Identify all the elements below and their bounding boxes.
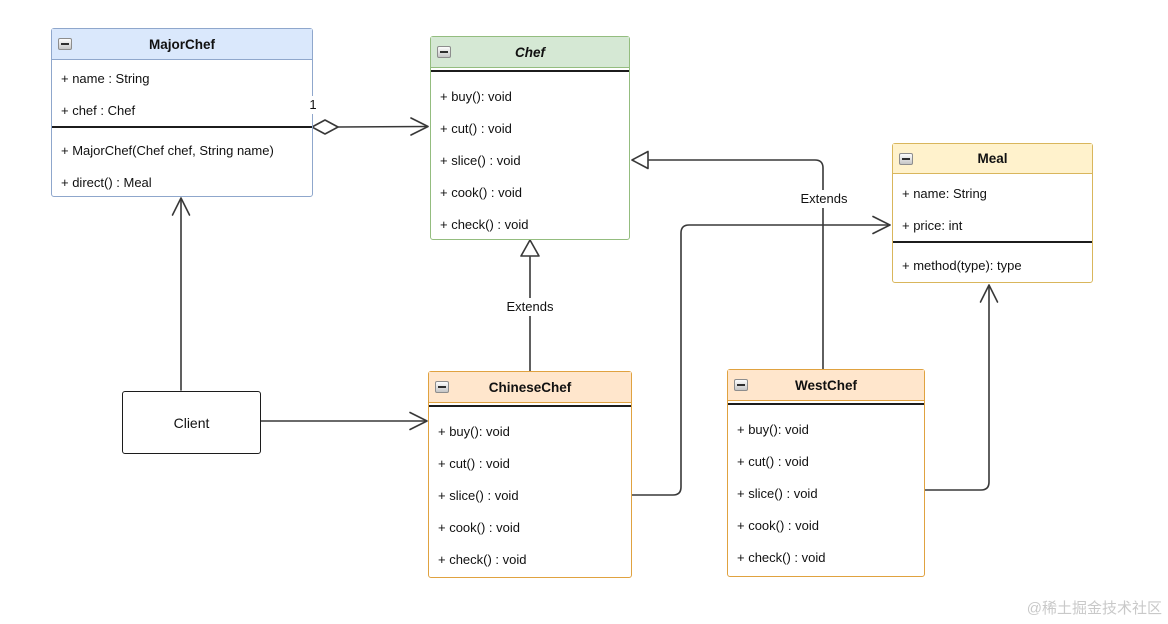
- class-box-chef[interactable]: Chef + buy(): void + cut() : void + slic…: [430, 36, 630, 240]
- method-row: + cut() : void: [440, 120, 512, 136]
- method-row: + check() : void: [440, 216, 529, 232]
- attribute-row: + chef : Chef: [61, 102, 136, 118]
- class-title: Meal: [977, 151, 1008, 166]
- method-row: + cook() : void: [438, 519, 521, 535]
- edge-client-majorchef-association[interactable]: [171, 197, 191, 391]
- class-header: ChineseChef: [429, 372, 631, 403]
- section-divider: [431, 70, 629, 72]
- class-box-meal[interactable]: Meal + name: String + price: int + metho…: [892, 143, 1093, 283]
- method-row: + slice() : void: [440, 152, 521, 168]
- extends-label-chinesechef: Extends: [496, 298, 564, 316]
- class-header: Chef: [431, 37, 629, 68]
- method-row: + method(type): type: [902, 257, 1022, 273]
- class-header: MajorChef: [52, 29, 312, 60]
- attribute-row: + price: int: [902, 217, 963, 233]
- edge-majorchef-chef-aggregation[interactable]: [311, 117, 429, 136]
- extends-label-westchef: Extends: [790, 190, 858, 208]
- open-arrowhead-icon: [872, 215, 891, 235]
- methods-section: + buy(): void + cut() : void + slice() :…: [431, 72, 629, 240]
- method-row: + cut() : void: [737, 453, 809, 469]
- watermark-text: @稀土掘金技术社区: [1026, 600, 1162, 617]
- attributes-section: + name: String + price: int: [893, 174, 1092, 241]
- client-label: Client: [173, 414, 210, 431]
- collapse-icon[interactable]: [435, 381, 449, 393]
- class-title: MajorChef: [148, 36, 215, 52]
- class-title: WestChef: [794, 377, 857, 393]
- class-header: WestChef: [728, 370, 924, 401]
- minus-glyph: [61, 43, 69, 45]
- open-arrowhead-icon: [409, 411, 428, 431]
- method-row: + MajorChef(Chef chef, String name): [61, 142, 274, 158]
- collapse-icon[interactable]: [437, 46, 451, 58]
- section-divider: [728, 403, 924, 405]
- open-arrowhead-icon: [171, 197, 191, 216]
- method-row: + direct() : Meal: [61, 174, 152, 190]
- generalization-triangle-icon: [631, 150, 649, 170]
- multiplicity-label: 1: [305, 96, 321, 114]
- method-row: + slice() : void: [438, 487, 519, 503]
- section-divider: [893, 241, 1092, 243]
- methods-section: + MajorChef(Chef chef, String name) + di…: [52, 128, 312, 198]
- minus-glyph: [737, 384, 745, 386]
- section-divider: [429, 405, 631, 407]
- edge-westchef-chef-generalization[interactable]: [631, 150, 824, 370]
- methods-section: + buy(): void + cut() : void + slice() :…: [429, 407, 631, 575]
- method-row: + cook() : void: [440, 184, 523, 200]
- methods-section: + buy(): void + cut() : void + slice() :…: [728, 405, 924, 573]
- generalization-triangle-icon: [520, 239, 540, 257]
- method-row: + cook() : void: [737, 517, 820, 533]
- client-box[interactable]: Client: [122, 391, 261, 454]
- method-row: + buy(): void: [438, 423, 510, 439]
- minus-glyph: [440, 51, 448, 53]
- class-box-chinesechef[interactable]: ChineseChef + buy(): void + cut() : void…: [428, 371, 632, 578]
- minus-glyph: [438, 386, 446, 388]
- class-title: Chef: [515, 44, 545, 60]
- edge-westchef-meal-association[interactable]: [924, 284, 999, 491]
- collapse-icon[interactable]: [58, 38, 72, 50]
- class-header: Meal: [893, 144, 1092, 174]
- section-divider: [52, 126, 312, 128]
- minus-glyph: [902, 157, 910, 160]
- attributes-section: + name : String + chef : Chef: [52, 60, 312, 126]
- edge-client-chinesechef-association[interactable]: [260, 411, 428, 431]
- method-row: + cut() : void: [438, 455, 510, 471]
- attribute-row: + name: String: [902, 185, 987, 201]
- class-box-majorchef[interactable]: MajorChef + name : String + chef : Chef …: [51, 28, 313, 197]
- method-row: + buy(): void: [737, 421, 809, 437]
- collapse-icon[interactable]: [734, 379, 748, 391]
- method-row: + check() : void: [438, 551, 527, 567]
- attribute-row: + name : String: [61, 70, 150, 86]
- class-title: ChineseChef: [488, 379, 572, 395]
- open-arrowhead-icon: [410, 117, 429, 136]
- collapse-icon[interactable]: [899, 152, 913, 165]
- open-arrowhead-icon: [979, 284, 999, 303]
- method-row: + slice() : void: [737, 485, 818, 501]
- method-row: + buy(): void: [440, 88, 512, 104]
- aggregation-diamond-icon: [311, 119, 339, 135]
- class-box-westchef[interactable]: WestChef + buy(): void + cut() : void + …: [727, 369, 925, 577]
- methods-section: + method(type): type: [893, 243, 1092, 281]
- method-row: + check() : void: [737, 549, 826, 565]
